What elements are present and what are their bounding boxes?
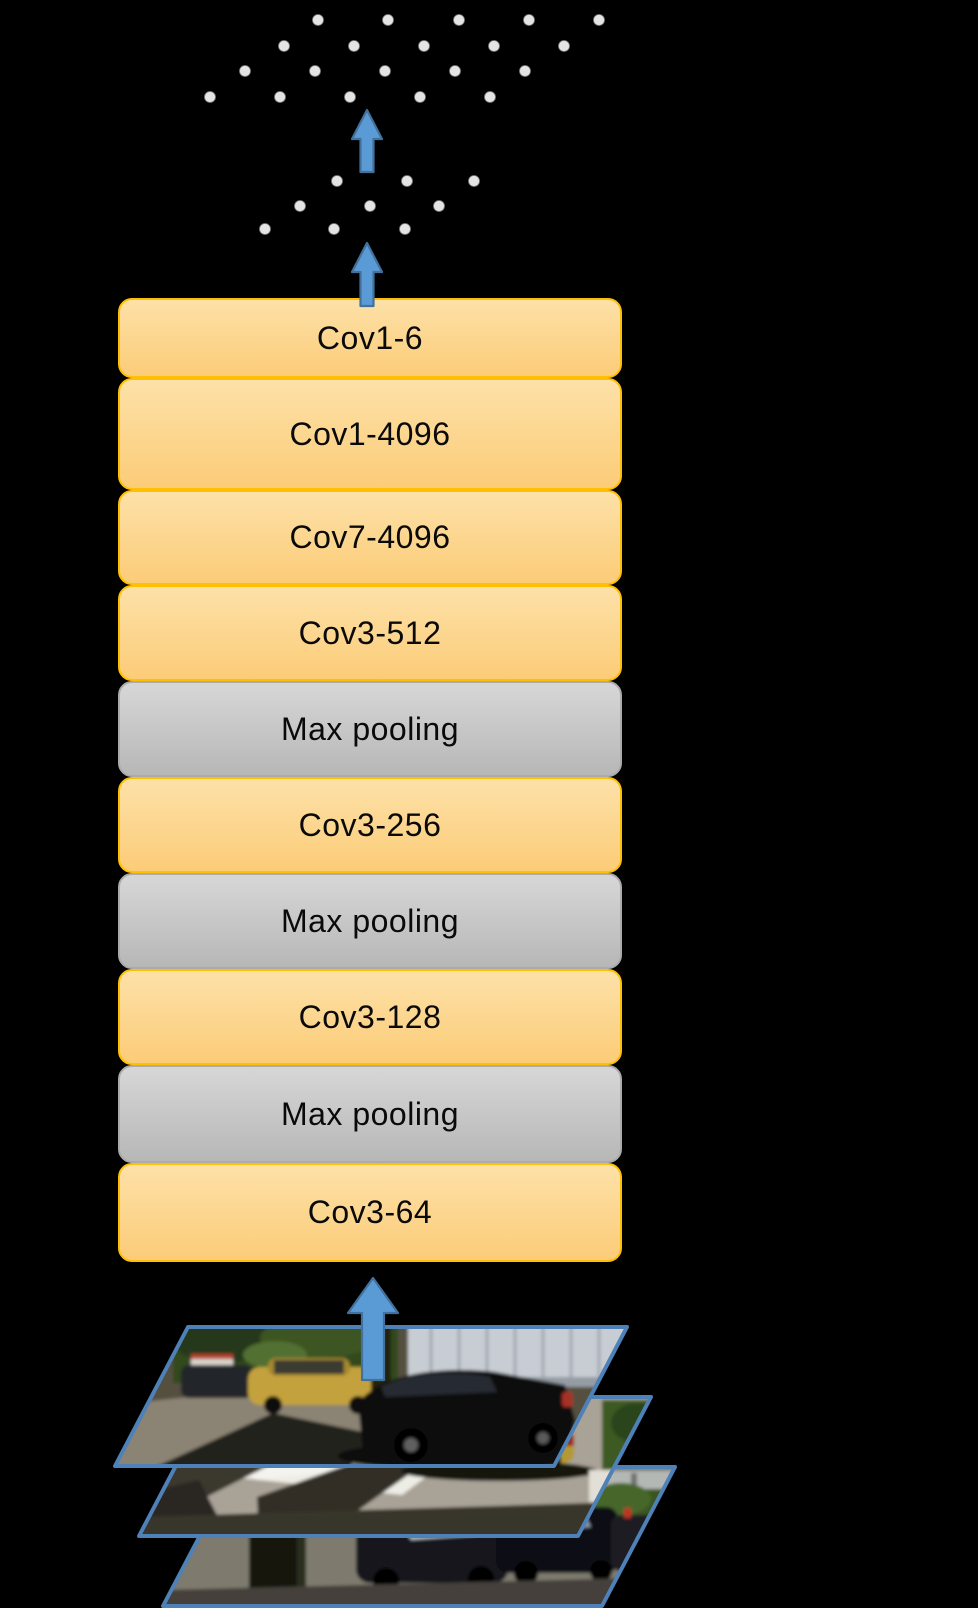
layer-label: Max pooling — [280, 1095, 460, 1132]
layer-box-cov1-6: Cov1-6 — [118, 298, 622, 378]
point-cloud-dot — [488, 40, 500, 52]
layer-label: Cov3-512 — [298, 614, 442, 651]
point-cloud-dot — [312, 14, 324, 26]
layer-box-cov3-128: Cov3-128 — [118, 969, 622, 1065]
point-cloud-dot — [449, 65, 461, 77]
point-cloud-dot — [453, 14, 465, 26]
point-cloud-dot — [328, 223, 340, 235]
point-cloud-dot — [418, 40, 430, 52]
input-image-layer-1 — [113, 1325, 629, 1468]
point-cloud-dot — [433, 200, 445, 212]
point-cloud-dot — [558, 40, 570, 52]
layer-label: Cov1-6 — [316, 319, 424, 356]
point-cloud-dot — [331, 175, 343, 187]
layer-box-cov3-256: Cov3-256 — [118, 777, 622, 873]
point-cloud-dot — [382, 14, 394, 26]
point-cloud-dot — [344, 91, 356, 103]
point-cloud-dot — [414, 91, 426, 103]
point-cloud-dot — [364, 200, 376, 212]
layer-box-cov3-512: Cov3-512 — [118, 585, 622, 681]
layer-box-cov3-64: Cov3-64 — [118, 1163, 622, 1262]
layer-box-max-pooling: Max pooling — [118, 1065, 622, 1163]
layer-box-cov7-4096: Cov7-4096 — [118, 490, 622, 585]
point-cloud-dot — [523, 14, 535, 26]
layer-label: Cov3-128 — [298, 998, 442, 1035]
layer-box-max-pooling: Max pooling — [118, 873, 622, 969]
layer-box-max-pooling: Max pooling — [118, 681, 622, 777]
layer-label: Cov1-4096 — [289, 415, 451, 452]
point-cloud-dot — [239, 65, 251, 77]
point-cloud-dot — [484, 91, 496, 103]
point-cloud-dot — [294, 200, 306, 212]
point-cloud-dot — [309, 65, 321, 77]
point-cloud-dot — [278, 40, 290, 52]
point-cloud-dot — [204, 91, 216, 103]
point-cloud-dot — [468, 175, 480, 187]
arrow-cov1-6-to-point-cloud — [350, 241, 384, 308]
point-cloud-dot — [401, 175, 413, 187]
point-cloud-dot — [274, 91, 286, 103]
street-scene-photo — [115, 1327, 627, 1466]
point-cloud-dot — [519, 65, 531, 77]
layer-label: Cov3-256 — [298, 806, 442, 843]
point-cloud-dot — [399, 223, 411, 235]
layer-box-cov1-4096: Cov1-4096 — [118, 378, 622, 490]
layer-label: Max pooling — [280, 902, 460, 939]
point-cloud-dot — [348, 40, 360, 52]
layer-label: Max pooling — [280, 710, 460, 747]
layer-label: Cov7-4096 — [289, 519, 451, 555]
point-cloud-dot — [259, 223, 271, 235]
arrow-lower-cloud-to-upper-cloud — [350, 108, 384, 174]
point-cloud-dot — [379, 65, 391, 77]
layer-label: Cov3-64 — [307, 1194, 433, 1230]
point-cloud-dot — [593, 14, 605, 26]
image-plane-border — [113, 1325, 629, 1468]
